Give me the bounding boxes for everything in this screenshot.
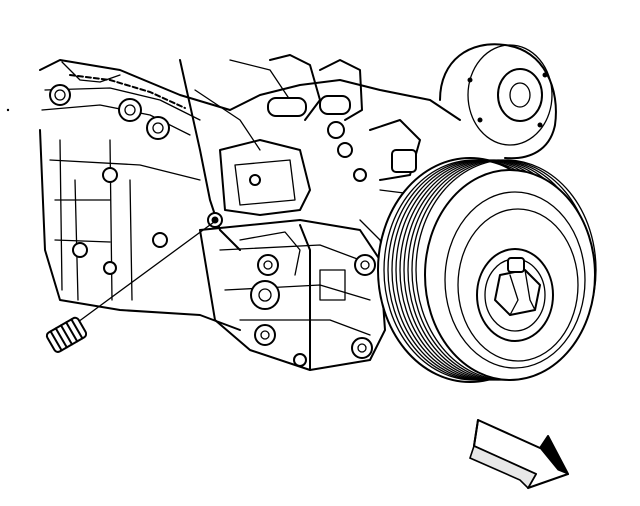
- leader-line: [77, 221, 215, 323]
- engine-block: [39, 54, 461, 371]
- front-direction-arrow: [469, 419, 570, 490]
- balancer-bolt: [494, 257, 541, 316]
- accessory-pulley-top: [439, 43, 557, 160]
- removed-plug: [45, 316, 88, 353]
- margin-dot: [6, 108, 10, 112]
- crankshaft-balancer: [377, 157, 597, 383]
